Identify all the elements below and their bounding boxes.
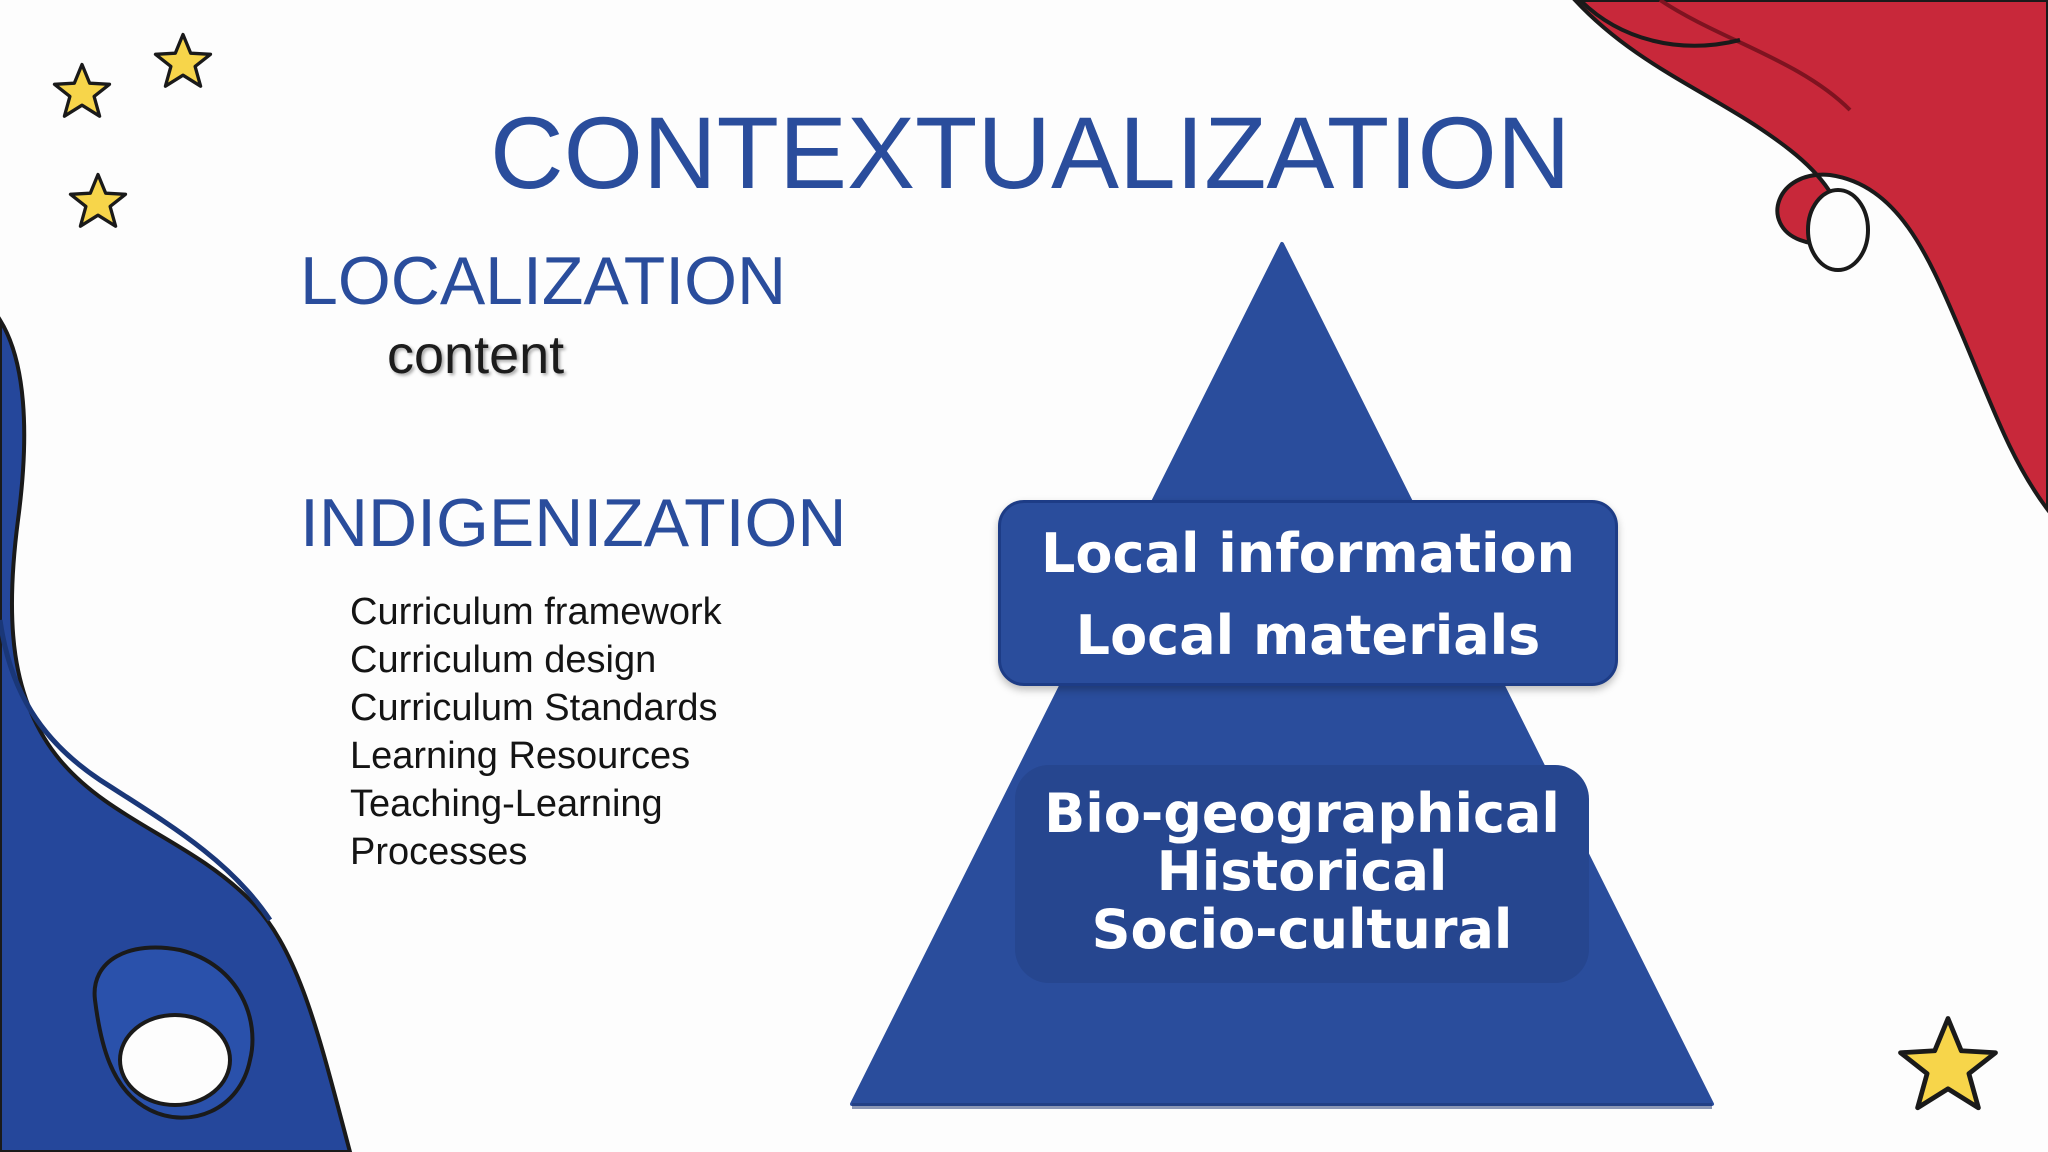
pyramid-top-box: Local information Local materials <box>998 500 1618 686</box>
slide-title: CONTEXTUALIZATION <box>490 96 1571 210</box>
star-icon <box>68 172 128 228</box>
list-item: Curriculum Standards <box>350 687 718 729</box>
pyramid-bottom-line: Socio-cultural <box>1091 898 1513 961</box>
localization-subtext: content <box>387 325 565 385</box>
pyramid-top-line: Local information <box>1040 522 1575 585</box>
list-item: Processes <box>350 831 528 873</box>
pyramid-bottom-box: Bio-geographical Historical Socio-cultur… <box>1015 765 1589 983</box>
list-item: Curriculum framework <box>350 591 722 633</box>
localization-heading: LOCALIZATION <box>300 243 787 319</box>
star-icon <box>1898 1016 1998 1111</box>
list-item: Curriculum design <box>350 639 657 681</box>
blue-wave-decoration <box>0 316 353 1152</box>
pyramid-bottom-line: Bio-geographical <box>1044 782 1560 845</box>
list-item: Teaching-Learning <box>350 783 663 825</box>
indigenization-heading: INDIGENIZATION <box>300 485 847 561</box>
indigenization-list: Curriculum framework Curriculum design C… <box>350 588 722 876</box>
star-icon <box>52 62 112 118</box>
pyramid-top-line: Local materials <box>1075 604 1541 667</box>
red-wave-decoration <box>1572 0 2048 514</box>
star-icon <box>153 32 213 88</box>
list-item: Learning Resources <box>350 735 691 777</box>
pyramid-bottom-line: Historical <box>1156 840 1448 903</box>
